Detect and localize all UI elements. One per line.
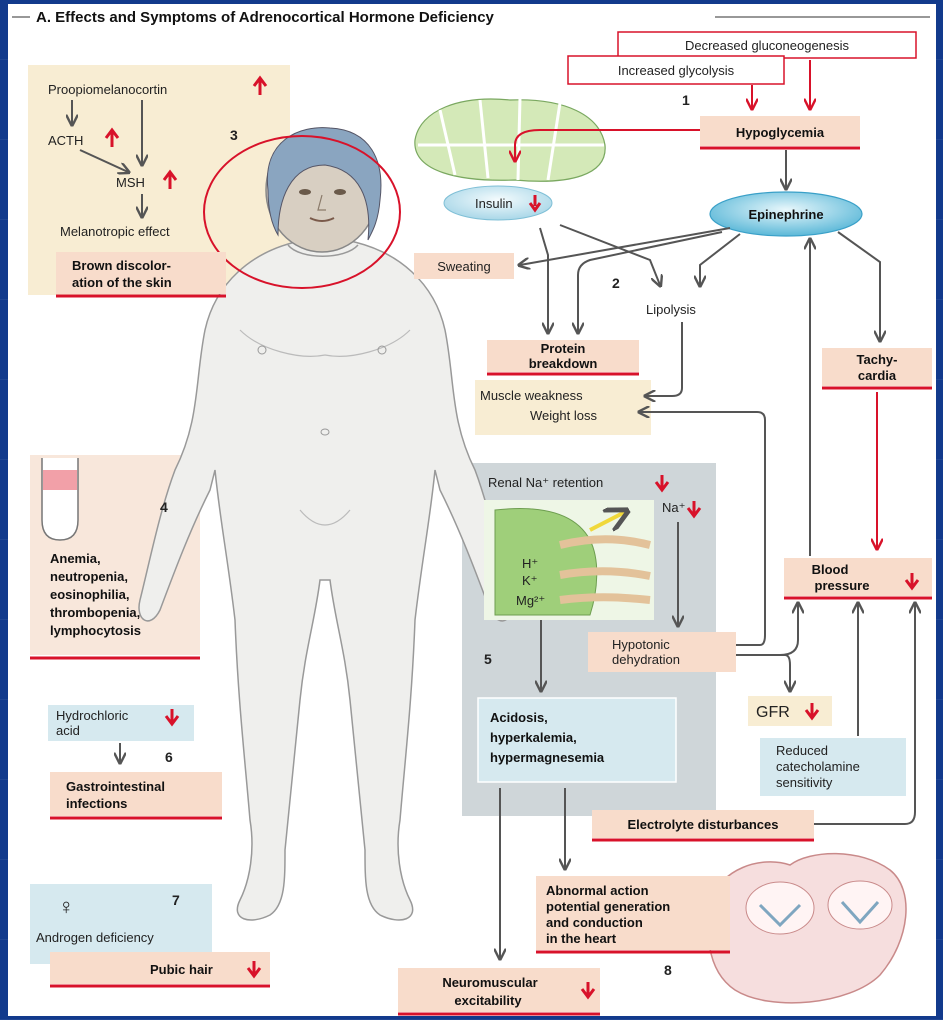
section-number-4: 4 (160, 499, 168, 515)
increased-glycolysis-label: Increased glycolysis (618, 63, 735, 78)
tachycardia-label-1: Tachy- (857, 352, 898, 367)
androgen-deficiency-label: Androgen deficiency (36, 930, 154, 945)
gi-infections-label-2: infections (66, 796, 127, 811)
reduced-catecholamine-label-2: catecholamine (776, 759, 860, 774)
electrolyte-disturbances-label: Electrolyte disturbances (628, 817, 779, 832)
gi-infections-label-1: Gastrointestinal (66, 779, 165, 794)
acidosis-label-1: Acidosis, (490, 710, 548, 725)
anemia-label-1: Anemia, (50, 551, 101, 566)
neuromuscular-label-1: Neuromuscular (442, 975, 537, 990)
na-label: Na⁺ (662, 500, 685, 515)
abnormal-action-label-3: and conduction (546, 915, 643, 930)
heart-illustration (708, 854, 906, 1003)
pubic-hair-label: Pubic hair (150, 962, 213, 977)
epinephrine-label: Epinephrine (748, 207, 823, 222)
brown-discoloration-label-2: ation of the skin (72, 275, 172, 290)
pancreatic-islet-illustration (415, 98, 605, 181)
hydrochloric-acid-label-2: acid (56, 723, 80, 738)
proopiomelanocortin-label: Proopiomelanocortin (48, 82, 167, 97)
anemia-label-5: lymphocytosis (50, 623, 141, 638)
hypoglycemia-label: Hypoglycemia (736, 125, 825, 140)
insulin-label: Insulin (475, 196, 513, 211)
section-number-3: 3 (230, 127, 238, 143)
hydrochloric-acid-label-1: Hydrochloric (56, 708, 129, 723)
blood-pressure-label-2: pressure (815, 578, 870, 593)
section-number-5: 5 (484, 651, 492, 667)
acth-label: ACTH (48, 133, 83, 148)
mg-ion-label: Mg²⁺ (516, 593, 545, 608)
protein-breakdown-label-2: breakdown (529, 356, 598, 371)
anemia-label-3: eosinophilia, (50, 587, 129, 602)
kidney-tubule-illustration (484, 500, 654, 620)
abnormal-action-label-4: in the heart (546, 931, 617, 946)
msh-label: MSH (116, 175, 145, 190)
acidosis-label-2: hyperkalemia, (490, 730, 577, 745)
anemia-label-4: thrombopenia, (50, 605, 140, 620)
abnormal-action-label-1: Abnormal action (546, 883, 649, 898)
page-title: A. Effects and Symptoms of Adrenocortica… (36, 9, 495, 26)
weight-loss-label: Weight loss (530, 408, 597, 423)
section-number-8: 8 (664, 962, 672, 978)
hypotonic-dehydration-label-1: Hypotonic (612, 637, 670, 652)
test-tube-icon (42, 458, 78, 540)
k-ion-label: K⁺ (522, 573, 538, 588)
lipolysis-label: Lipolysis (646, 302, 696, 317)
acidosis-label-3: hypermagnesemia (490, 750, 605, 765)
h-ion-label: H⁺ (522, 556, 538, 571)
abnormal-action-label-2: potential generation (546, 899, 670, 914)
female-symbol-icon: ♀ (58, 894, 75, 919)
reduced-catecholamine-label-1: Reduced (776, 743, 828, 758)
decreased-gluconeogenesis-label: Decreased gluconeogenesis (685, 38, 850, 53)
section-number-2: 2 (612, 275, 620, 291)
muscle-weakness-label: Muscle weakness (480, 388, 583, 403)
hypotonic-dehydration-label-2: dehydration (612, 652, 680, 667)
reduced-catecholamine-label-3: sensitivity (776, 775, 833, 790)
section-number-7: 7 (172, 892, 180, 908)
protein-breakdown-label-1: Protein (541, 341, 586, 356)
section-number-1: 1 (682, 92, 690, 108)
tachycardia-label-2: cardia (858, 368, 897, 383)
renal-na-retention-label: Renal Na⁺ retention (488, 475, 603, 490)
blood-pressure-label-1: Blood (812, 562, 849, 577)
neuromuscular-label-2: excitability (454, 993, 522, 1008)
melanotropic-effect-label: Melanotropic effect (60, 224, 170, 239)
gfr-label: GFR (756, 704, 790, 721)
section-number-6: 6 (165, 749, 173, 765)
brown-discoloration-label-1: Brown discolor- (72, 258, 171, 273)
sweating-label: Sweating (437, 259, 490, 274)
anemia-label-2: neutropenia, (50, 569, 128, 584)
